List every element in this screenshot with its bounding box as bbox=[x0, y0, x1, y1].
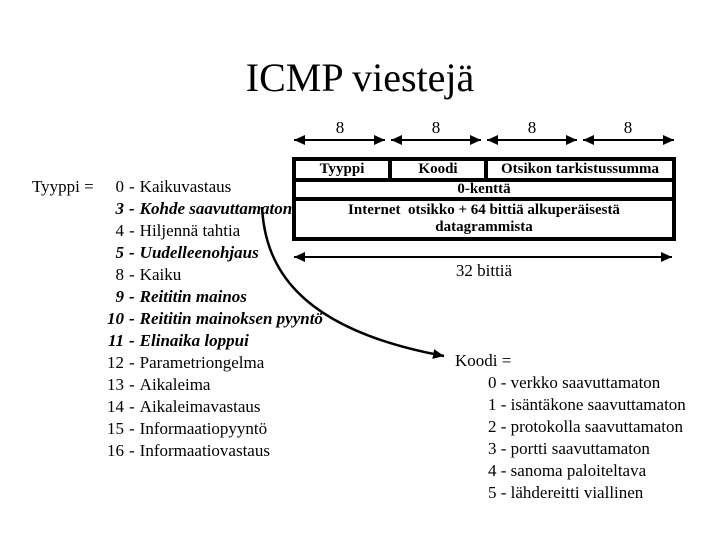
bit-width-label-3: 8 bbox=[527, 118, 537, 137]
type-list-item: 15-Informaatiopyyntö bbox=[30, 418, 323, 440]
type-number: 16 bbox=[107, 441, 124, 460]
type-number: 15 bbox=[107, 419, 124, 438]
type-number: 8 bbox=[115, 265, 125, 284]
type-separator: - bbox=[129, 419, 135, 438]
type-separator: - bbox=[129, 199, 135, 218]
type-label: Aikaleimavastaus bbox=[139, 397, 261, 416]
type-label: Informaatiopyyntö bbox=[139, 419, 268, 438]
type-number: 9 bbox=[115, 287, 125, 306]
page-title: ICMP viestejä bbox=[245, 55, 475, 100]
type-separator: - bbox=[129, 441, 135, 460]
code-list-item: 1 - isäntäkone saavuttamaton bbox=[488, 395, 686, 414]
type-number: 5 bbox=[115, 243, 125, 262]
bit-width-label-2: 8 bbox=[431, 118, 441, 137]
type-label: Informaatiovastaus bbox=[139, 441, 270, 460]
field-payload: Internet otsikko + 64 bittiä alkuperäise… bbox=[296, 201, 672, 237]
type-list-item: 5-Uudelleenohjaus bbox=[30, 242, 323, 264]
code-list-header: Koodi = bbox=[455, 351, 512, 370]
type-list-prefix: Tyyppi = bbox=[31, 177, 98, 196]
type-label: Kaikuvastaus bbox=[139, 177, 232, 196]
type-separator: - bbox=[129, 221, 135, 240]
word-width-label: 32 bittiä bbox=[455, 261, 513, 280]
type-label: Kohde saavuttamaton bbox=[139, 199, 293, 218]
type-number: 11 bbox=[107, 331, 124, 350]
type-label: Elinaika loppui bbox=[139, 331, 249, 350]
code-list-item: 2 - protokolla saavuttamaton bbox=[488, 417, 683, 436]
type-number: 12 bbox=[107, 353, 124, 372]
type-number: 3 bbox=[115, 199, 125, 218]
bit-width-label-4: 8 bbox=[623, 118, 633, 137]
field-checksum: Otsikon tarkistussumma bbox=[488, 161, 672, 178]
field-koodi: Koodi bbox=[392, 161, 484, 178]
type-separator: - bbox=[129, 243, 135, 262]
field-payload-line2: datagrammista bbox=[435, 219, 533, 235]
type-number: 13 bbox=[107, 375, 124, 394]
type-label: Hiljennä tahtia bbox=[139, 221, 241, 240]
type-separator: - bbox=[129, 331, 135, 350]
packet-structure-table: Tyyppi Koodi Otsikon tarkistussumma 0-ke… bbox=[292, 157, 676, 241]
code-list-item: 4 - sanoma paloiteltava bbox=[488, 461, 647, 480]
type-label: Kaiku bbox=[139, 265, 182, 284]
code-list-item: 3 - portti saavuttamaton bbox=[488, 439, 650, 458]
type-separator: - bbox=[129, 353, 135, 372]
type-number: 14 bbox=[107, 397, 124, 416]
type-list-item: 8-Kaiku bbox=[30, 264, 323, 286]
field-tyyppi: Tyyppi bbox=[296, 161, 388, 178]
type-separator: - bbox=[129, 177, 135, 196]
type-separator: - bbox=[129, 265, 135, 284]
type-list-item: 9-Reititin mainos bbox=[30, 286, 323, 308]
type-separator: - bbox=[129, 375, 135, 394]
code-list-item: 0 - verkko saavuttamaton bbox=[488, 373, 661, 392]
type-list-item: 12-Parametriongelma bbox=[30, 352, 323, 374]
type-list: Tyyppi = 0-Kaikuvastaus 3-Kohde saavutta… bbox=[30, 176, 323, 462]
code-list: Koodi = 0 - verkko saavuttamaton 1 - isä… bbox=[455, 350, 686, 504]
type-separator: - bbox=[129, 287, 135, 306]
type-list-item: 3-Kohde saavuttamaton bbox=[30, 198, 323, 220]
type-list-item: 11-Elinaika loppui bbox=[30, 330, 323, 352]
type-label: Parametriongelma bbox=[139, 353, 265, 372]
type-list-item: 14-Aikaleimavastaus bbox=[30, 396, 323, 418]
type-number: 4 bbox=[115, 221, 125, 240]
packet-header-row: Tyyppi Koodi Otsikon tarkistussumma bbox=[296, 161, 672, 178]
type-separator: - bbox=[129, 397, 135, 416]
type-label: Aikaleima bbox=[139, 375, 211, 394]
bit-width-label-1: 8 bbox=[335, 118, 345, 137]
field-zero: 0-kenttä bbox=[296, 182, 672, 197]
type-label: Reititin mainoksen pyyntö bbox=[139, 309, 323, 328]
type-list-item: 13-Aikaleima bbox=[30, 374, 323, 396]
type-list-item: Tyyppi = 0-Kaikuvastaus bbox=[30, 176, 323, 198]
type-number: 10 bbox=[107, 309, 124, 328]
field-payload-line1: Internet otsikko + 64 bittiä alkuperäise… bbox=[348, 202, 620, 218]
type-list-item: 4-Hiljennä tahtia bbox=[30, 220, 323, 242]
type-separator: - bbox=[129, 309, 135, 328]
type-label: Reititin mainos bbox=[139, 287, 247, 306]
type-number: 0 bbox=[115, 177, 125, 196]
type-label: Uudelleenohjaus bbox=[139, 243, 259, 262]
type-list-item: 16-Informaatiovastaus bbox=[30, 440, 323, 462]
code-list-item: 5 - lähdereitti viallinen bbox=[488, 483, 644, 502]
type-list-item: 10-Reititin mainoksen pyyntö bbox=[30, 308, 323, 330]
